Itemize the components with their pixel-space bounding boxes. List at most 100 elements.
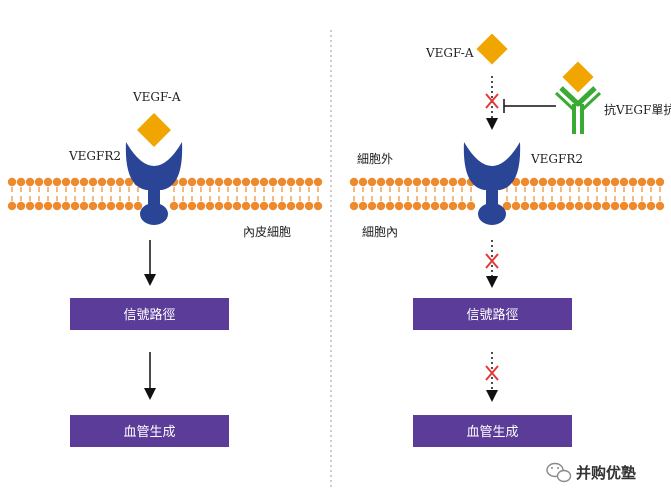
- lipid-head: [295, 201, 305, 211]
- lipid-head: [115, 201, 125, 211]
- right-ligand-label: VEGF-A: [425, 46, 474, 60]
- lipid-head: [547, 177, 557, 187]
- lipid-head: [187, 177, 197, 187]
- antibody-inhibition-line: [503, 99, 556, 113]
- lipid-head: [619, 177, 629, 187]
- lipid-head: [403, 177, 413, 187]
- lipid-head: [214, 201, 224, 211]
- lipid-head: [106, 177, 116, 187]
- lipid-head: [430, 177, 440, 187]
- lipid-head: [385, 177, 395, 187]
- lipid-head: [61, 177, 71, 187]
- lipid-head: [106, 201, 116, 211]
- lipid-head: [286, 177, 296, 187]
- lipid-head: [169, 201, 179, 211]
- lipid-head: [313, 201, 323, 211]
- lipid-head: [529, 177, 539, 187]
- lipid-head: [619, 201, 629, 211]
- lipid-head: [52, 177, 62, 187]
- lipid-head: [277, 201, 287, 211]
- lipid-head: [403, 201, 413, 211]
- lipid-head: [277, 177, 287, 187]
- lipid-head: [313, 177, 323, 187]
- right-signal-box: [413, 298, 572, 330]
- lipid-head: [250, 177, 260, 187]
- lipid-head: [223, 177, 233, 187]
- lipid-head: [502, 201, 512, 211]
- lipid-head: [556, 201, 566, 211]
- left-vegf-a-diamond: [137, 113, 171, 147]
- lipid-head: [646, 201, 656, 211]
- watermark: 并购优塾: [546, 462, 636, 483]
- lipid-head: [574, 201, 584, 211]
- lipid-head: [448, 201, 458, 211]
- lipid-head: [79, 177, 89, 187]
- cell-membrane-right: [349, 177, 665, 211]
- extracellular-label: 細胞外: [357, 152, 393, 166]
- lipid-head: [628, 201, 638, 211]
- lipid-head: [574, 177, 584, 187]
- lipid-head: [547, 201, 557, 211]
- lipid-head: [655, 201, 665, 211]
- lipid-head: [34, 177, 44, 187]
- left-outcome-box: [70, 415, 229, 447]
- lipid-head: [466, 201, 476, 211]
- lipid-head: [232, 201, 242, 211]
- lipid-head: [421, 177, 431, 187]
- anti-vegf-antibody: [554, 61, 602, 134]
- left-vegfr2-receptor: [125, 142, 183, 225]
- lipid-head: [250, 201, 260, 211]
- lipid-head: [268, 177, 278, 187]
- left-outcome-box-label: 血管生成: [123, 425, 175, 440]
- right-vegfr2-receptor: [463, 142, 521, 225]
- lipid-head: [412, 201, 422, 211]
- left-receptor-label: VEGFR2: [68, 149, 121, 163]
- lipid-head: [196, 201, 206, 211]
- lipid-head: [637, 201, 647, 211]
- lipid-head: [583, 201, 593, 211]
- watermark-text: 并购优塾: [576, 464, 636, 482]
- lipid-head: [646, 177, 656, 187]
- left-cell-label: 內皮細胞: [243, 225, 291, 239]
- lipid-head: [70, 177, 80, 187]
- lipid-head: [259, 177, 269, 187]
- lipid-head: [214, 177, 224, 187]
- lipid-head: [241, 177, 251, 187]
- lipid-head: [7, 201, 17, 211]
- lipid-head: [97, 201, 107, 211]
- lipid-head: [565, 177, 575, 187]
- lipid-head: [520, 177, 530, 187]
- lipid-head: [124, 177, 134, 187]
- lipid-head: [637, 177, 647, 187]
- lipid-head: [304, 201, 314, 211]
- lipid-head: [439, 177, 449, 187]
- lipid-head: [655, 177, 665, 187]
- lipid-head: [25, 201, 35, 211]
- lipid-head: [367, 201, 377, 211]
- lipid-head: [43, 177, 53, 187]
- lipid-head: [34, 201, 44, 211]
- wechat-icon: [546, 462, 572, 483]
- lipid-head: [358, 177, 368, 187]
- lipid-head: [232, 177, 242, 187]
- lipid-head: [241, 201, 251, 211]
- lipid-head: [610, 177, 620, 187]
- lipid-head: [16, 177, 26, 187]
- lipid-head: [205, 177, 215, 187]
- lipid-head: [592, 201, 602, 211]
- lipid-head: [457, 201, 467, 211]
- right-vegf-a-diamond: [476, 33, 508, 65]
- lipid-head: [385, 201, 395, 211]
- lipid-head: [430, 201, 440, 211]
- lipid-head: [187, 201, 197, 211]
- lipid-head: [628, 177, 638, 187]
- lipid-head: [286, 201, 296, 211]
- lipid-head: [367, 177, 377, 187]
- lipid-head: [196, 177, 206, 187]
- lipid-head: [376, 177, 386, 187]
- lipid-head: [421, 201, 431, 211]
- right-signal-box-label: 信號路徑: [466, 307, 518, 323]
- lipid-head: [304, 177, 314, 187]
- left-signal-box-label: 信號路徑: [123, 307, 175, 323]
